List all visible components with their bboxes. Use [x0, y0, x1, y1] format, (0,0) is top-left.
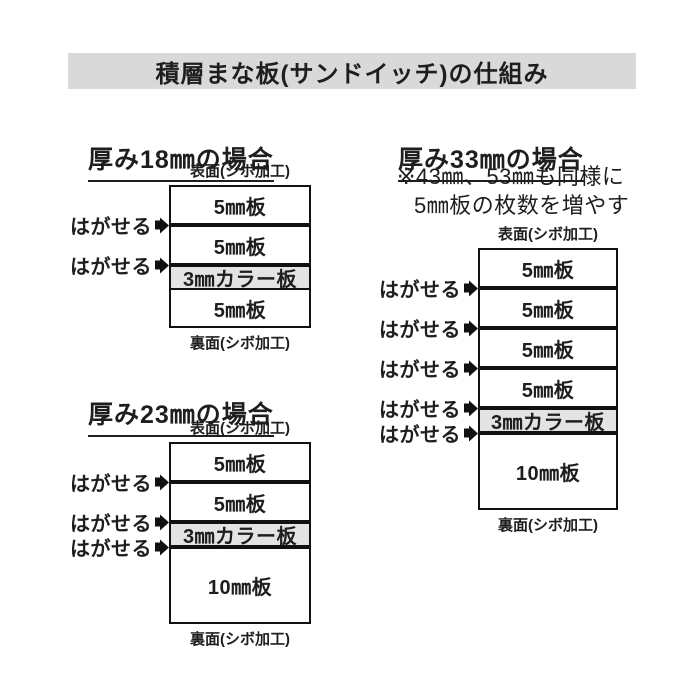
peel-callout: はがせる — [70, 468, 169, 497]
layer-divider: はがせる — [70, 257, 309, 279]
peel-label: はがせる — [70, 216, 152, 239]
layer-color-board: 3㎜カラー板 — [171, 267, 309, 291]
layer-board: 5㎜板 — [171, 290, 309, 326]
front-face-label: 表面(シボ加工) — [498, 226, 598, 243]
layer-label: 5㎜板 — [213, 196, 267, 219]
front-face-label: 表面(シボ加工) — [190, 163, 290, 180]
peel-arrow-icon — [464, 400, 478, 416]
layer-label: 3㎜カラー板 — [182, 269, 298, 291]
peel-callout: はがせる — [70, 533, 169, 562]
peel-callout: はがせる — [379, 394, 478, 423]
back-face-label: 裏面(シボ加工) — [190, 335, 290, 352]
layer-label: 5㎜板 — [213, 453, 267, 476]
layer-divider: はがせる — [379, 360, 616, 382]
peel-label: はがせる — [379, 319, 461, 342]
peel-label: はがせる — [70, 256, 152, 279]
layer-label: 5㎜板 — [213, 236, 267, 259]
note-line-1: ※43㎜、53㎜も同様に — [397, 164, 625, 189]
peel-label: はがせる — [379, 279, 461, 302]
layer-label: 10㎜板 — [207, 577, 273, 599]
layer-label: 5㎜板 — [521, 299, 575, 322]
back-face-label: 裏面(シボ加工) — [498, 517, 598, 534]
layer-board: 10㎜板 — [171, 549, 309, 622]
peel-arrow-icon — [155, 217, 169, 233]
note-33mm: ※43㎜、53㎜も同様に 5㎜板の枚数を増やす — [397, 162, 629, 220]
layer-label: 5㎜板 — [521, 259, 575, 282]
peel-callout: はがせる — [70, 211, 169, 240]
page-title-text: 積層まな板(サンドイッチ)の仕組み — [155, 60, 549, 88]
peel-arrow-icon — [464, 280, 478, 296]
peel-label: はがせる — [70, 538, 152, 561]
peel-arrow-icon — [464, 320, 478, 336]
layer-label: 5㎜板 — [521, 379, 575, 402]
peel-arrow-icon — [155, 539, 169, 555]
peel-arrow-icon — [155, 257, 169, 273]
layer-board: 5㎜板 — [480, 250, 616, 286]
layer-divider: はがせる — [70, 217, 309, 239]
section-heading-23mm: 厚み23㎜の場合 — [88, 395, 274, 437]
layer-board: 5㎜板 — [171, 444, 309, 480]
section-heading-33mm: 厚み33㎜の場合 — [398, 140, 584, 182]
peel-arrow-icon — [464, 360, 478, 376]
layer-divider — [171, 288, 309, 290]
layer-divider: はがせる — [379, 400, 616, 422]
back-face-label: 裏面(シボ加工) — [190, 631, 290, 648]
layer-label: 5㎜板 — [213, 299, 267, 322]
layer-board: 5㎜板 — [171, 484, 309, 520]
layer-label: 5㎜板 — [213, 493, 267, 516]
layer-color-board: 3㎜カラー板 — [480, 410, 616, 434]
section-heading-18mm: 厚み18㎜の場合 — [88, 140, 274, 182]
layer-board: 5㎜板 — [480, 330, 616, 366]
layer-board: 5㎜板 — [480, 370, 616, 406]
layer-divider: はがせる — [70, 539, 309, 561]
layer-label: 5㎜板 — [521, 339, 575, 362]
peel-callout: はがせる — [70, 508, 169, 537]
layer-divider: はがせる — [379, 320, 616, 342]
peel-arrow-icon — [464, 425, 478, 441]
layer-divider: はがせる — [70, 474, 309, 496]
peel-label: はがせる — [379, 399, 461, 422]
peel-label: はがせる — [70, 513, 152, 536]
peel-label: はがせる — [379, 359, 461, 382]
layer-label: 10㎜板 — [515, 463, 581, 485]
front-face-label: 表面(シボ加工) — [190, 420, 290, 437]
layer-board: 10㎜板 — [480, 435, 616, 508]
note-line-2: 5㎜板の枚数を増やす — [414, 193, 630, 218]
layer-board: 5㎜板 — [480, 290, 616, 326]
peel-arrow-icon — [155, 474, 169, 490]
layer-board: 5㎜板 — [171, 187, 309, 223]
layer-divider: はがせる — [379, 425, 616, 447]
peel-arrow-icon — [155, 514, 169, 530]
peel-callout: はがせる — [70, 251, 169, 280]
layer-label: 3㎜カラー板 — [182, 526, 298, 548]
layer-board: 5㎜板 — [171, 227, 309, 263]
peel-callout: はがせる — [379, 314, 478, 343]
layer-divider: はがせる — [70, 514, 309, 536]
layer-divider: はがせる — [379, 280, 616, 302]
page-title: 積層まな板(サンドイッチ)の仕組み — [68, 53, 636, 89]
peel-callout: はがせる — [379, 274, 478, 303]
peel-label: はがせる — [70, 473, 152, 496]
peel-callout: はがせる — [379, 419, 478, 448]
layer-label: 3㎜カラー板 — [490, 412, 606, 434]
peel-callout: はがせる — [379, 354, 478, 383]
layer-color-board: 3㎜カラー板 — [171, 524, 309, 548]
peel-label: はがせる — [379, 424, 461, 447]
